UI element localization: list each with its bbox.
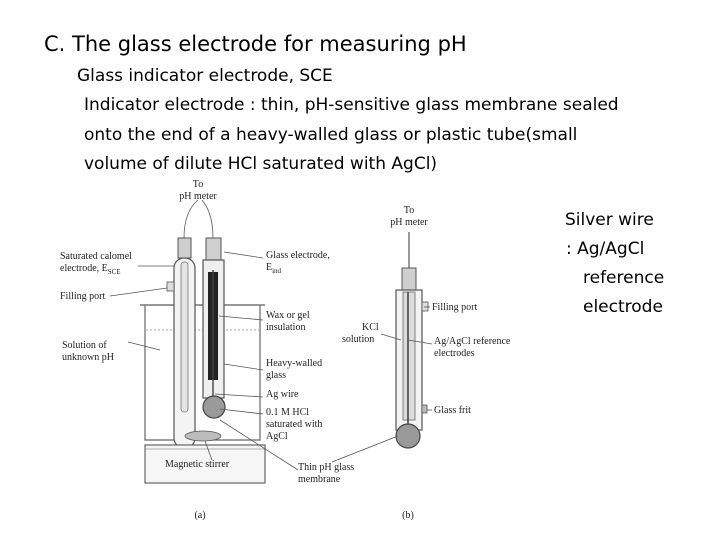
side-note-line-4: electrode xyxy=(583,297,663,317)
slide-heading: C. The glass electrode for measuring pH xyxy=(44,32,467,56)
inner-tube-b xyxy=(402,291,416,421)
a-filling-port-label: Filling port xyxy=(60,291,106,302)
glass-subscript: ind xyxy=(272,267,281,275)
wax-label-2: insulation xyxy=(266,322,305,333)
b-ph-meter-label: pH meter xyxy=(390,217,428,228)
filling-port-b xyxy=(421,301,429,312)
heavy-walled-label-1: Heavy-walled xyxy=(266,358,322,369)
hcl-label-2: saturated with xyxy=(266,419,322,430)
a-to-label: To xyxy=(193,179,203,190)
glass-bulb-b xyxy=(395,423,421,449)
membrane-label-1: Thin pH glass xyxy=(298,462,354,473)
heavy-walled-label-2: glass xyxy=(266,370,286,381)
caption-b: (b) xyxy=(402,510,414,521)
ref-electrodes-label-2: electrodes xyxy=(434,348,475,359)
caption-a: (a) xyxy=(194,510,205,521)
stirrer-label: Magnetic stirrer xyxy=(165,459,230,470)
hcl-label-1: 0.1 M HCl xyxy=(266,407,309,418)
slide-line-3: onto the end of a heavy-walled glass or … xyxy=(84,125,578,145)
slide-line-2: Indicator electrode : thin, pH-sensitive… xyxy=(84,95,619,115)
filling-port-a xyxy=(166,281,175,292)
ref-electrodes-label-1: Ag/AgCl reference xyxy=(434,336,511,347)
b-filling-port-label: Filling port xyxy=(432,302,478,313)
cap-b xyxy=(401,267,417,291)
b-to-label: To xyxy=(404,205,414,216)
svg-text:Eind: Eind xyxy=(266,262,282,275)
glass-frit-label: Glass frit xyxy=(434,405,471,416)
a-ph-meter-label: pH meter xyxy=(179,191,217,202)
figure-b: To pH meter Filling port KCl solution Ag… xyxy=(331,205,511,521)
sce-label-1: Saturated calomel xyxy=(60,251,132,262)
cable-sce xyxy=(183,199,199,239)
magnetic-stirrer-base xyxy=(144,444,266,484)
svg-text:electrode, ESCE: electrode, ESCE xyxy=(60,263,121,276)
glass-bulb xyxy=(202,395,226,419)
sce-label-2: electrode, E xyxy=(60,263,108,274)
side-note-line-1: Silver wire xyxy=(565,210,654,230)
solution-label-2: unknown pH xyxy=(62,352,114,363)
glass-electrode-label-1: Glass electrode, xyxy=(266,250,330,261)
slide-line-1: Glass indicator electrode, SCE xyxy=(77,66,333,86)
side-note-line-3: reference xyxy=(583,268,665,288)
glass-cap xyxy=(205,237,222,261)
solution-label-1: Solution of xyxy=(62,340,107,351)
side-note-line-2: : Ag/AgCl xyxy=(566,239,645,259)
glass-frit-b xyxy=(421,404,428,414)
ag-wire-label: Ag wire xyxy=(266,389,299,400)
wax-label-1: Wax or gel xyxy=(266,310,310,321)
glass-electrode-label-2: E xyxy=(266,262,272,273)
stir-bar xyxy=(184,430,222,442)
kcl-label-2: solution xyxy=(342,334,374,345)
membrane-label-2: membrane xyxy=(298,474,341,485)
sce-subscript: SCE xyxy=(108,268,121,276)
slide-line-4: volume of dilute HCl saturated with AgCl… xyxy=(84,154,438,174)
kcl-label-1: KCl xyxy=(362,322,379,333)
figure-a: To pH meter Saturated calomel electrode,… xyxy=(60,179,354,521)
sce-cap xyxy=(177,237,192,259)
hcl-label-3: AgCl xyxy=(266,431,288,442)
cable-glass xyxy=(201,199,214,239)
